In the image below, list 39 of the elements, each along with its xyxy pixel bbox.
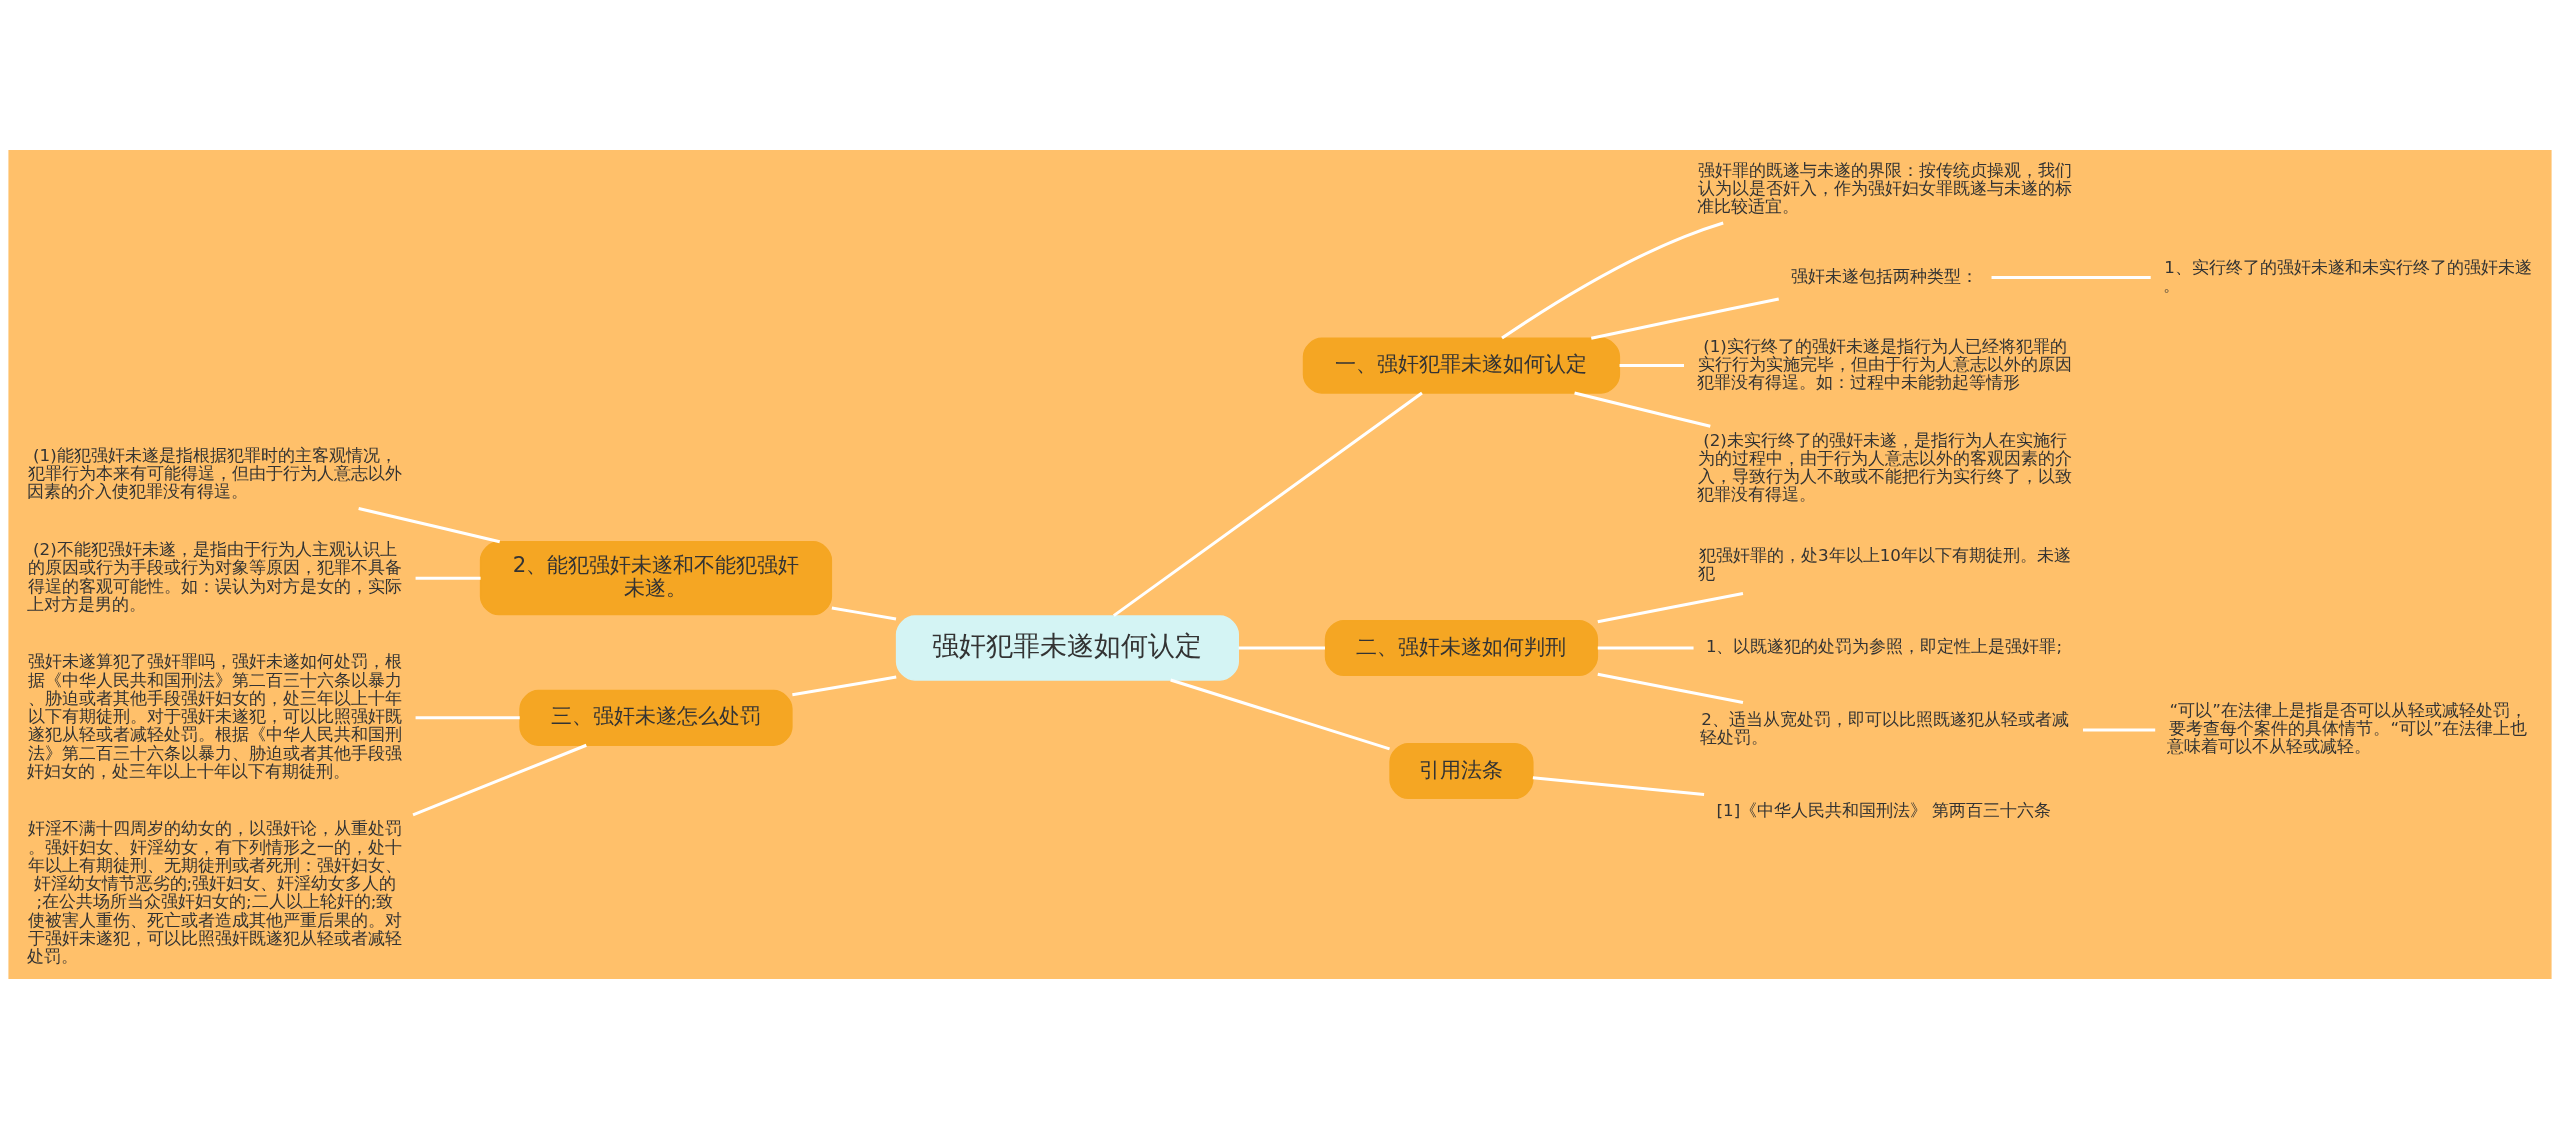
- connector: [2083, 728, 2156, 732]
- connector: [1170, 678, 1390, 751]
- node-box: 一、强奸犯罪未遂如何认定: [1302, 337, 1621, 394]
- connector: [792, 675, 897, 697]
- node-box: 二、强奸未遂如何判刑: [1324, 619, 1599, 677]
- connector: [415, 716, 520, 720]
- node-text: 2、适当从宽处罚，即可以比照既遂犯从轻或者减轻处罚。: [1699, 709, 2069, 748]
- connector: [1574, 391, 1711, 428]
- connector: [831, 606, 897, 621]
- connector: [1501, 221, 1724, 340]
- node-box: 三、强奸未遂怎么处罚: [519, 689, 793, 746]
- node-text: 1、以既遂犯的处罚为参照，即定性上是强奸罪;: [1705, 636, 2063, 657]
- node-text: (1)能犯强奸未遂是指根据犯罪时的主客观情况，犯罪行为本来有可能得逞，但由于行为人意志以外因素的介入使犯罪没有得逞。: [26, 444, 402, 502]
- connector: [412, 743, 587, 817]
- node-box: 强奸犯罪未遂如何认定: [895, 615, 1239, 681]
- connector: [1991, 276, 2151, 280]
- connector: [1597, 672, 1744, 705]
- connector: [1619, 364, 1684, 368]
- node-text: (1)实行终了的强奸未遂是指行为人已经将犯罪的实行行为实施完毕，但由于行为人意志以外的原因犯罪没有得逞。如：过程中未能勃起等情形: [1696, 335, 2073, 393]
- node-text: 强奸罪的既遂与未遂的界限：按传统贞操观，我们认为以是否奸入，作为强奸妇女罪既遂与未遂的标准比较适宜。: [1696, 159, 2073, 216]
- node-box: 引用法条: [1389, 742, 1534, 800]
- node-text: 强奸未遂包括两种类型：: [1790, 265, 1978, 286]
- connector: [415, 576, 481, 580]
- connector: [1112, 391, 1423, 617]
- node-text: 1、实行终了的强奸未遂和未实行终了的强奸未遂。: [2162, 256, 2532, 295]
- connector: [1590, 297, 1780, 340]
- node-text: 犯强奸罪的，处3年以上10年以下有期徒刑。未遂犯: [1698, 545, 2071, 584]
- connector: [1532, 776, 1705, 796]
- connector: [1597, 591, 1744, 624]
- node-text: [1]《中华人民共和国刑法》 第两百三十六条: [1716, 800, 2052, 821]
- node-text: 强奸未遂算犯了强奸罪吗，强奸未遂如何处罚，根据《中华人民共和国刑法》第二百三十六条以暴力、胁迫或者其他手段强奸妇女的，处三年以上十年以下有期徒刑。对于强奸未遂犯，可以比照强奸既遂犯从轻或者减轻处罚。根据《中华人民共和国刑法》第二百三十六条以暴力、胁迫或者其他手段强奸妇女的，处三年以上十年以下有期徒刑。: [26, 651, 402, 781]
- connector: [1597, 646, 1694, 650]
- connector: [1238, 646, 1325, 650]
- connector: [358, 506, 501, 544]
- node-text: (2)不能犯强奸未遂，是指由于行为人主观认识上的原因或行为手段或行为对象等原因，犯罪不具备得逞的客观可能性。如：误认为对方是女的，实际上对方是男的。: [26, 539, 402, 614]
- node-box: 2、能犯强奸未遂和不能犯强奸未遂。: [479, 540, 833, 616]
- node-text: “可以”在法律上是指是否可以从轻或减轻处罚，要考查每个案件的具体情节。“可以”在法律上也意味着可以不从轻或减轻。: [2167, 700, 2527, 757]
- node-text: (2)未实行终了的强奸未遂，是指行为人在实施行为的过程中，由于行为人意志以外的客观因素的介入，导致行为人不敢或不能把行为实行终了，以致犯罪没有得逞。: [1696, 429, 2073, 505]
- node-text: 奸淫不满十四周岁的幼女的，以强奸论，从重处罚。强奸妇女、奸淫幼女，有下列情形之一的，处十年以上有期徒刑、无期徒刑或者死刑：强奸妇女、奸淫幼女情节恶劣的;强奸妇女、奸淫幼女多人的;在公共场所当众强奸妇女的;二人以上轮奸的;致使被害人重伤、死亡或者造成其他严重后果的。对于强奸未遂犯，可以比照强奸既遂犯从轻或者减轻处罚。: [26, 818, 402, 966]
